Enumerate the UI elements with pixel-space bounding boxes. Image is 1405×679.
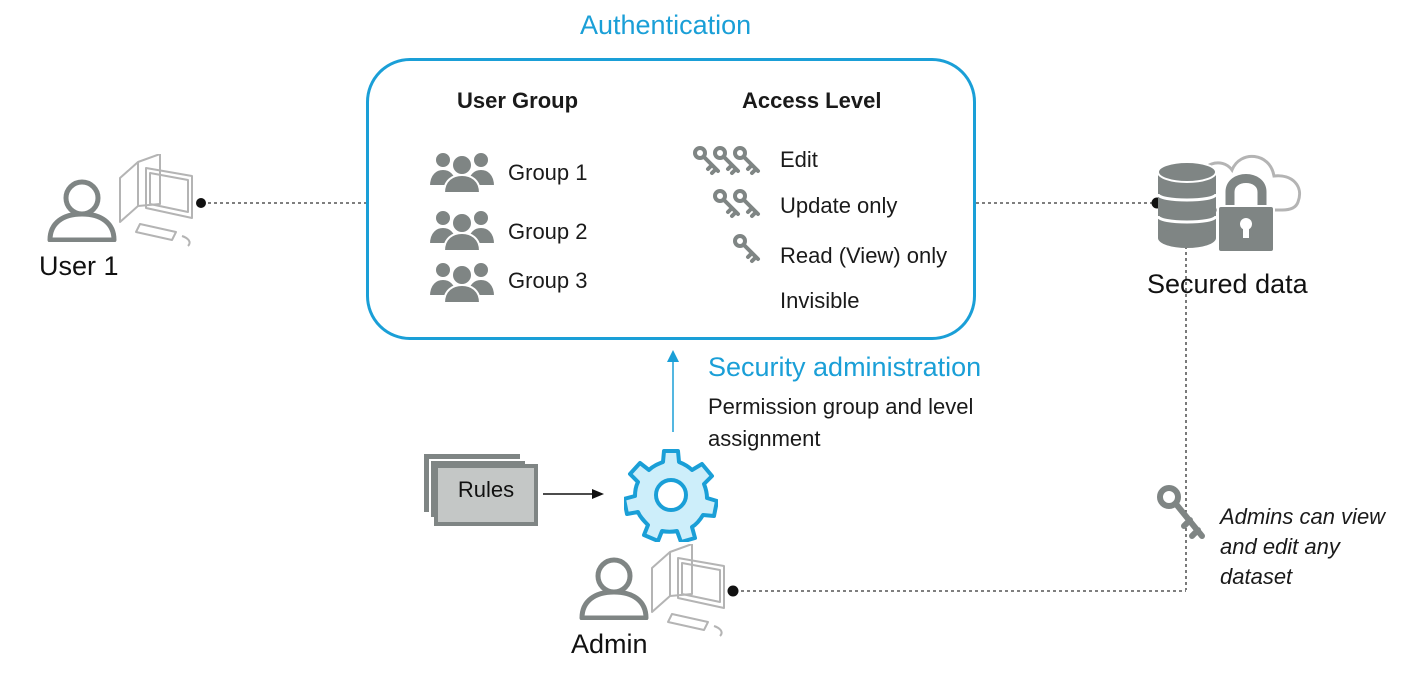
access-level-invisible: Invisible (780, 288, 860, 313)
group-label-2: Group 2 (508, 219, 588, 244)
access-level-header: Access Level (742, 88, 882, 113)
person-icon (579, 557, 649, 620)
access-level-edit: Edit (780, 147, 818, 172)
group-label-1: Group 1 (508, 160, 588, 185)
desktop-computer-icon (651, 544, 725, 637)
padlock-icon (1217, 174, 1275, 253)
stacked-documents-icon (424, 454, 538, 526)
authentication-title: Authentication (580, 10, 752, 40)
key-icon (733, 234, 760, 263)
group-icon (428, 151, 496, 194)
admin-access-note: Admins can view and edit any dataset (1220, 504, 1386, 589)
person-icon (47, 179, 117, 242)
database-icon (1156, 161, 1218, 248)
group-label-3: Group 3 (508, 268, 588, 293)
security-arrow-head (667, 350, 679, 362)
access-level-update: Update only (780, 193, 898, 218)
double-key-icon (713, 189, 760, 218)
security-administration-description: Permission group and level assignment (708, 394, 974, 451)
key-icon (1157, 485, 1205, 539)
access-level-read: Read (View) only (780, 243, 948, 268)
triple-key-icon (693, 146, 760, 175)
admin-label: Admin (571, 629, 648, 659)
group-icon (428, 209, 496, 252)
secured-data-label: Secured data (1147, 269, 1308, 299)
authentication-box (366, 58, 976, 340)
gear-icon (624, 449, 718, 542)
rules-label: Rules (457, 477, 515, 502)
rules-arrow-head (592, 489, 604, 499)
user-group-header: User Group (457, 88, 579, 113)
user-connector-dot (196, 198, 206, 208)
admin-connector-dot (727, 585, 739, 597)
security-administration-title: Security administration (708, 352, 982, 382)
secured-data-icon (1156, 154, 1301, 253)
user-label: User 1 (39, 251, 119, 281)
desktop-computer-icon (119, 154, 193, 247)
group-icon (428, 261, 496, 304)
